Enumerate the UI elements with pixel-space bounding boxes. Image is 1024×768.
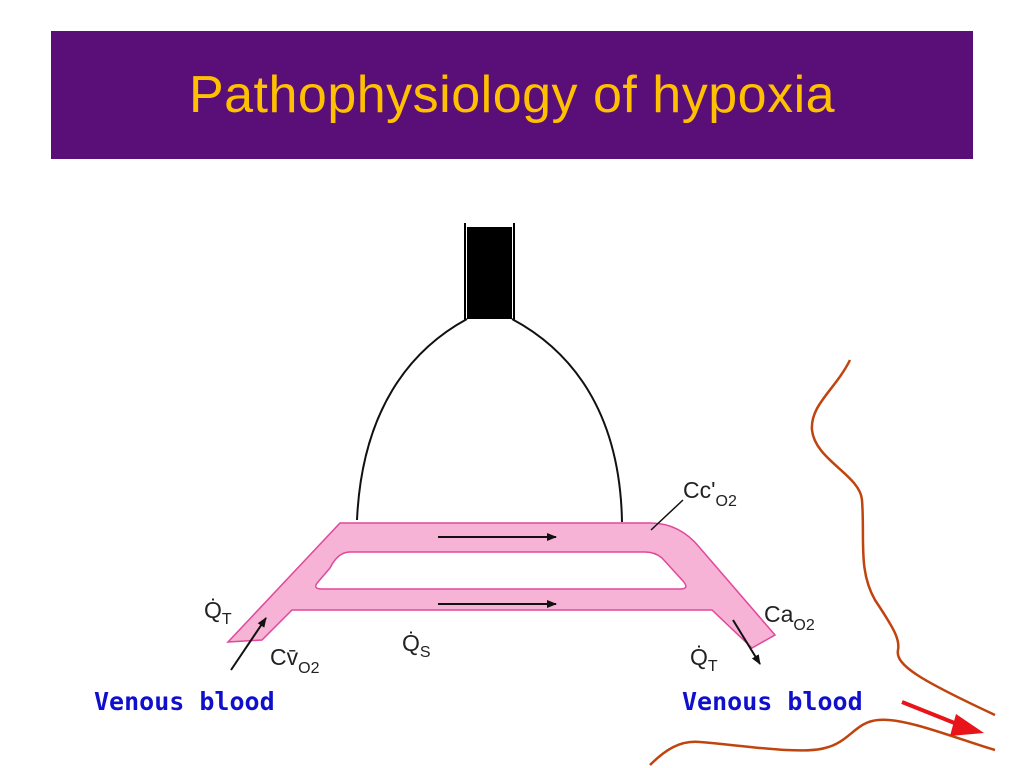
cc-o2-leader <box>650 499 684 531</box>
venous-blood-right: Venous blood <box>682 687 863 716</box>
red-arrow-shaft <box>901 700 963 728</box>
label-cc-o2: Cc'O2 <box>683 477 737 510</box>
airway-tube <box>467 227 512 319</box>
flow-arrow-outlet <box>732 619 761 665</box>
curve-lower <box>649 718 996 766</box>
flow-arrow-inlet <box>230 617 267 671</box>
title-bar: Pathophysiology of hypoxia <box>51 31 973 159</box>
slide-title: Pathophysiology of hypoxia <box>188 66 836 124</box>
label-cv-o2: Cv̄O2 <box>270 644 320 677</box>
label-qs: Q̇S <box>402 630 431 661</box>
label-qt-right: Q̇T <box>690 644 718 675</box>
curve-upper <box>810 359 996 717</box>
red-arrow-head <box>950 714 984 736</box>
alveolus <box>356 318 623 523</box>
label-qt-left: Q̇T <box>204 597 232 628</box>
venous-blood-left: Venous blood <box>94 687 275 716</box>
label-ca-o2: CaO2 <box>764 601 815 634</box>
capillary-vessel <box>226 522 777 649</box>
